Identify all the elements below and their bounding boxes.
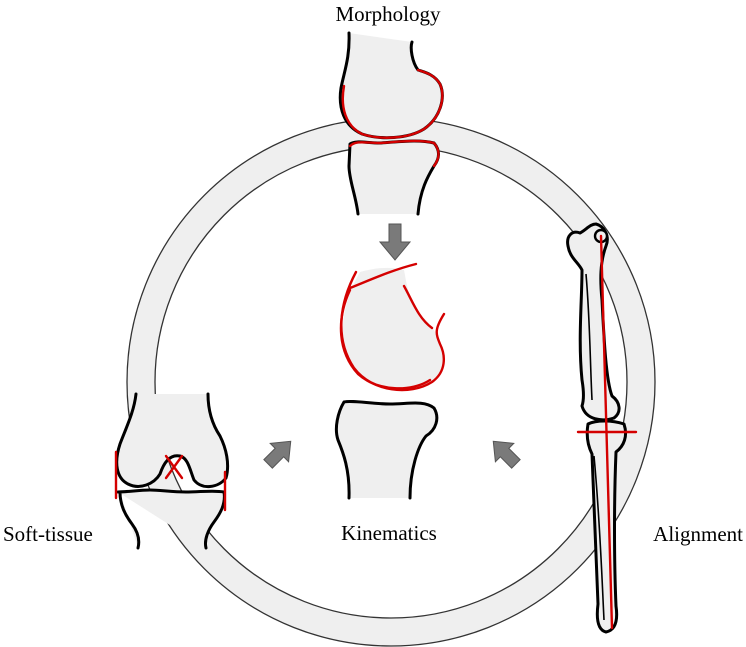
alignment-tibia: [585, 419, 628, 634]
morphology-femur: [338, 31, 444, 140]
soft-tissue-cruciate-ligaments: [164, 454, 184, 480]
alignment-femur-inner: [585, 273, 593, 401]
soft-tissue-tibia: [116, 488, 226, 550]
cycle-ring: [126, 117, 656, 647]
arrow-alignment-to-kinematics: [492, 440, 521, 469]
kinematics-femur-outline-b: [339, 262, 434, 390]
morphology-knee-figure: [338, 31, 444, 216]
label-alignment: Alignment: [653, 522, 743, 546]
morphology-femur-contour: [341, 68, 444, 139]
kinematics-tibia: [334, 399, 439, 500]
alignment-femur: [566, 222, 621, 422]
label-kinematics: Kinematics: [341, 521, 437, 545]
arrow-soft-tissue-to-kinematics: [263, 440, 292, 469]
label-morphology: Morphology: [336, 2, 442, 26]
label-soft-tissue: Soft-tissue: [3, 522, 93, 546]
soft-tissue-knee-figure: [114, 392, 230, 550]
arrow-morphology-to-kinematics: [378, 223, 412, 261]
kinematics-femur-fill: [342, 267, 444, 391]
morphology-tibia: [347, 139, 440, 216]
kinematics-knee-figure: [334, 262, 446, 500]
morphology-tibia-contour: [348, 139, 440, 168]
alignment-fibula: [593, 455, 605, 621]
alignment-leg-figure: [566, 222, 638, 634]
